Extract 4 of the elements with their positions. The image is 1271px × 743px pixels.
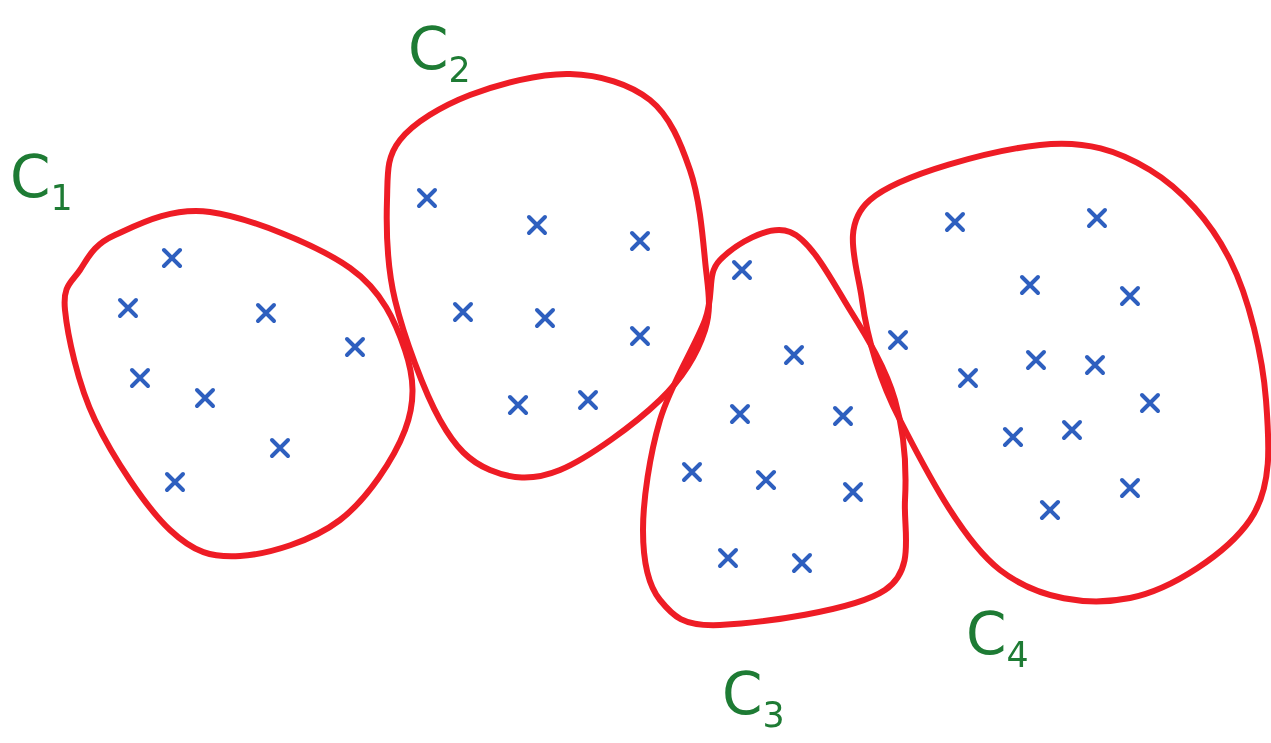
cluster-label: C$_{1}$	[10, 148, 73, 216]
cluster-label: C$_{3}$	[722, 665, 785, 733]
cluster-label: C$_{2}$	[408, 20, 471, 88]
cluster-label: C$_{4}$	[966, 605, 1029, 673]
